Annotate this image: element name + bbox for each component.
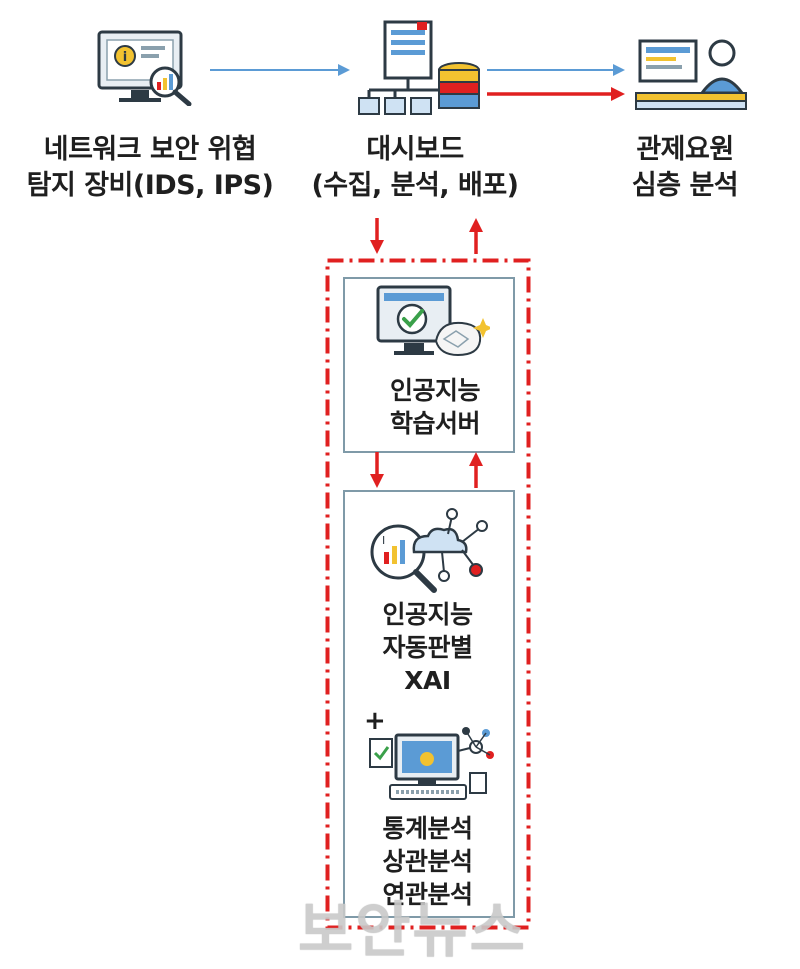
xai-label-line3: XAI — [404, 666, 451, 695]
xai-label-line1: 인공지능 — [382, 600, 473, 629]
xai-box — [343, 490, 515, 918]
flow-arrow — [210, 64, 350, 76]
analyst-label-line2: 심층 분석 — [631, 170, 739, 201]
monitor-chart-icon: i — [97, 30, 192, 106]
down-arrow — [370, 218, 384, 254]
computer-network-icon — [369, 727, 494, 800]
ai-system-boundary — [325, 258, 531, 930]
stats-label-line2: 상관분석 — [382, 847, 473, 876]
ai-server-label: 인공지능 학습서버 — [370, 374, 500, 440]
ai-server-label-line1: 인공지능 — [389, 376, 481, 405]
svg-text:I: I — [382, 534, 385, 547]
analyst-label-line1: 관제요원 — [636, 134, 734, 165]
ids-label-line1: 네트워크 보안 위협 — [43, 134, 257, 165]
ids-label-line2: 탐지 장비(IDS, IPS) — [26, 170, 274, 201]
up-arrow — [469, 452, 483, 488]
xai-label-line2: 자동판별 — [382, 633, 473, 662]
stats-label-line3: 연관분석 — [382, 880, 473, 909]
dashboard-label-line2: (수집, 분석, 배포) — [311, 170, 519, 201]
up-arrow — [469, 218, 483, 254]
flow-arrow — [487, 64, 625, 76]
monitor-check-brain-icon — [376, 285, 490, 357]
ids-label: 네트워크 보안 위협 탐지 장비(IDS, IPS) — [20, 132, 280, 204]
analyst-label: 관제요원 심층 분석 — [600, 132, 770, 204]
stats-label-line1: 통계분석 — [382, 814, 473, 843]
watermark: 보안뉴스 — [298, 896, 527, 966]
svg-text:i: i — [123, 50, 127, 65]
alert-arrow — [487, 87, 625, 101]
plus-sign: + — [364, 706, 386, 736]
cloud-analysis-icon: I — [370, 508, 488, 593]
down-arrow — [370, 452, 384, 488]
dashboard-label: 대시보드 (수집, 분석, 배포) — [300, 132, 530, 204]
server-database-icon — [358, 20, 480, 115]
stats-label: 통계분석 상관분석 연관분석 — [360, 812, 495, 911]
xai-label: 인공지능 자동판별 XAI — [360, 598, 495, 697]
ai-server-label-line2: 학습서버 — [389, 409, 481, 438]
operator-icon — [635, 39, 747, 110]
dashboard-label-line1: 대시보드 — [366, 134, 464, 165]
